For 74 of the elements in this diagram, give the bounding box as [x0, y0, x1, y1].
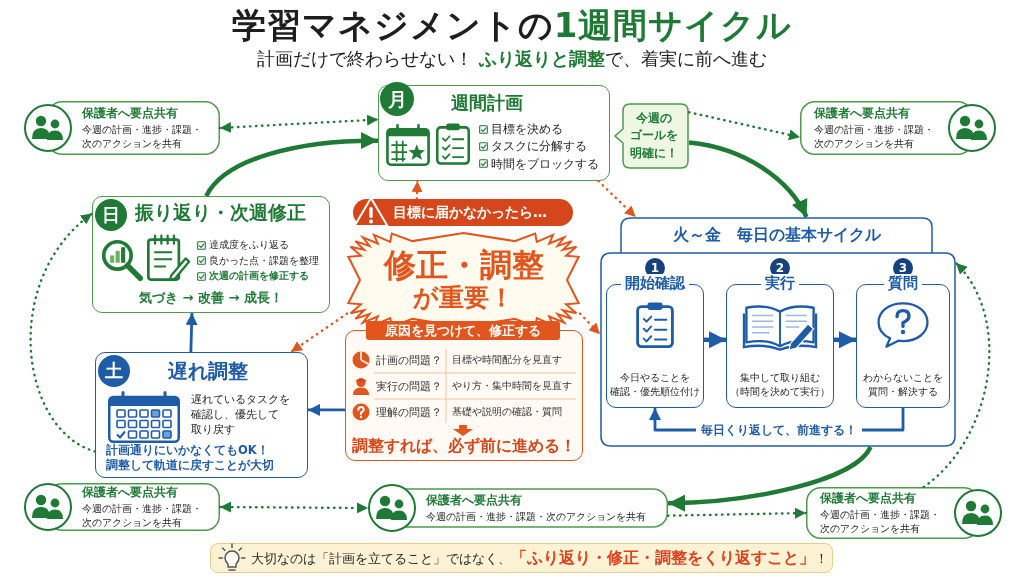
problem-label: 理解の問題？	[376, 405, 442, 420]
cycle-panel	[600, 217, 956, 447]
card-heading: 週間計画	[451, 92, 523, 115]
dotted-arrow	[29, 212, 97, 453]
share-text: 今週の計画・進捗・課題・次のアクションを共有	[426, 509, 646, 524]
checklist-item: 目標を決める	[491, 122, 563, 137]
step-text: 集中して取り組む（時間を決めて実行）	[729, 371, 831, 399]
checklist-item: 達成度をふり返る	[209, 239, 289, 252]
share-heading: 保護者へ要点共有	[82, 106, 179, 121]
note-text: 大切なのは「計画を立てること」ではなく、「ふり返り・修正・調整をくり返すこと」！	[251, 548, 828, 568]
heading-banner: 原因を見つけて、修正する	[366, 321, 560, 340]
arrow	[308, 403, 345, 416]
subtitle: 計画だけで終わらせない！ ふり返りと調整で、着実に前へ進む	[257, 48, 767, 71]
speech-bubble	[614, 103, 689, 169]
checklist-item: 良かった点・課題を整理	[209, 254, 319, 267]
body-text: 遅れているタスクを確認し、優先して取り戻す	[191, 393, 291, 438]
share-heading: 保護者へ要点共有	[82, 485, 179, 500]
note-bar	[210, 543, 833, 573]
dotted-arrow	[666, 507, 808, 519]
dotted-double-arrow	[218, 501, 370, 514]
day-badge: 日	[95, 199, 127, 231]
share-text: 今週の計画・進捗・課題・次のアクションを共有	[82, 123, 203, 150]
share-card	[800, 101, 996, 155]
footer-text: 調整すれば、必ず前に進める！	[352, 436, 576, 456]
footer-text: 気づき → 改善 → 成長！	[139, 289, 283, 306]
share-text: 今週の計画・進捗・課題・次のアクションを共有	[814, 123, 935, 150]
problem-label: 計画の問題？	[376, 353, 442, 368]
dotted-arrow	[578, 312, 602, 336]
dotted-arrow	[411, 179, 423, 201]
remedy-text: 基礎や説明の確認・質問	[452, 405, 562, 419]
dotted-arrow	[289, 312, 349, 354]
share-card	[806, 487, 1002, 539]
step-text: 今日やることを確認・優先順位付け	[609, 371, 701, 399]
banner-text: 目標に届かなかったら…	[393, 204, 547, 221]
share-card	[368, 484, 668, 532]
problem-label: 実行の問題？	[376, 379, 442, 394]
remedy-text: やり方・集中時間を見直す	[452, 379, 572, 393]
dotted-double-arrow	[218, 114, 380, 133]
dotted-arrow	[687, 111, 802, 141]
headline: 修正・調整が重要！	[382, 248, 545, 312]
share-heading: 保護者へ要点共有	[426, 492, 523, 508]
card-heading: 振り返り・次週修正	[135, 201, 306, 225]
day-badge: 月	[380, 82, 414, 116]
review-card	[92, 196, 330, 313]
panel-title: 火～金 毎日の基本サイクル	[672, 225, 881, 245]
checklist-item: 次週の計画を修正する	[209, 270, 309, 283]
share-text: 今週の計画・進捗・課題・次のアクションを共有	[82, 502, 203, 529]
share-card	[24, 101, 220, 155]
thick-arrow	[667, 445, 873, 512]
step-text: わからないことを質問・解決する	[862, 371, 944, 399]
thick-arrow	[204, 132, 379, 198]
thick-arrow	[704, 331, 726, 349]
share-heading: 保護者へ要点共有	[820, 491, 917, 506]
warning-banner	[353, 199, 573, 226]
thick-arrow	[688, 140, 809, 219]
thick-arrow	[834, 331, 856, 349]
edge-label: 毎日くり返して、前進する！	[696, 422, 862, 438]
footer-text: 計画通りにいかなくてもOK！調整して軌道に戻すことが大切	[106, 443, 275, 473]
bubble-text: 今週のゴールを明確に！	[629, 109, 679, 162]
checklist-item: タスクに分解する	[491, 139, 587, 154]
share-heading: 保護者へ要点共有	[814, 106, 911, 121]
dotted-arrow	[597, 179, 637, 219]
delay-card	[95, 352, 308, 478]
plan-card	[378, 85, 610, 181]
remedy-text: 目標や時間配分を見直す	[452, 353, 562, 367]
checklist-item: 時間をブロックする	[491, 156, 599, 172]
share-card	[24, 483, 220, 531]
day-badge: 土	[98, 355, 130, 387]
share-text: 今週の計画・進捗・課題・次のアクションを共有	[820, 508, 941, 535]
title: 学習マネジメントの1週間サイクル	[231, 4, 793, 46]
dotted-arrow	[922, 261, 991, 489]
card-heading: 遅れ調整	[168, 359, 248, 384]
arrow	[185, 312, 198, 353]
step-title: 開始確認	[621, 274, 689, 293]
